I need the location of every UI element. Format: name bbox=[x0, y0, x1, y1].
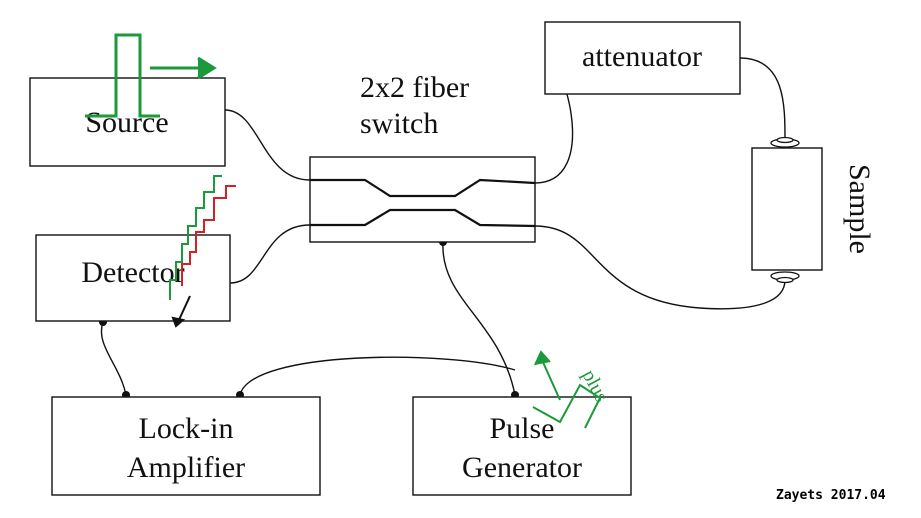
attenuator-label: attenuator bbox=[582, 40, 702, 73]
lockin-label-line2: Amplifier bbox=[127, 451, 245, 484]
fiber-attenuator-to-sample bbox=[739, 57, 786, 141]
lockin-amplifier-box bbox=[51, 396, 321, 496]
sample-connector-top bbox=[770, 136, 800, 148]
pulse-generator-label-line1: Pulse bbox=[489, 412, 554, 445]
sample-box bbox=[751, 147, 823, 271]
cable-detector-to-lockin bbox=[100, 321, 127, 396]
source-box bbox=[29, 77, 226, 167]
fiber-coupler-lines bbox=[310, 178, 536, 228]
fiber-detector-to-switch bbox=[229, 224, 311, 284]
fiber-switch-box bbox=[309, 156, 536, 243]
fiber-source-to-switch bbox=[224, 109, 311, 181]
trigger-pulse-icon bbox=[532, 350, 602, 429]
fiber-switch-to-sample bbox=[534, 225, 786, 310]
cable-lockin-to-pulse-generator bbox=[239, 356, 516, 396]
detector-label: Detector bbox=[81, 256, 184, 289]
switch-label-line1: 2x2 fiber bbox=[360, 71, 469, 104]
fiber-lines bbox=[100, 57, 786, 396]
pulse-generator-label-line2: Generator bbox=[462, 451, 582, 484]
credit-text: Zayets 2017.04 bbox=[776, 488, 886, 503]
sample-connector-bottom bbox=[770, 271, 800, 284]
pulse-generator-box bbox=[412, 396, 632, 496]
attenuator-box bbox=[544, 21, 741, 95]
cable-switch-to-pulse-generator bbox=[442, 241, 516, 396]
detector-box bbox=[35, 234, 231, 322]
source-pulse-icon bbox=[85, 33, 217, 118]
reflected-signal-icon bbox=[169, 175, 236, 328]
switch-label-line2: switch bbox=[360, 107, 438, 140]
source-label: Source bbox=[85, 106, 168, 139]
sample-label: Sample bbox=[843, 164, 876, 254]
lockin-label-line1: Lock-in bbox=[139, 412, 234, 445]
